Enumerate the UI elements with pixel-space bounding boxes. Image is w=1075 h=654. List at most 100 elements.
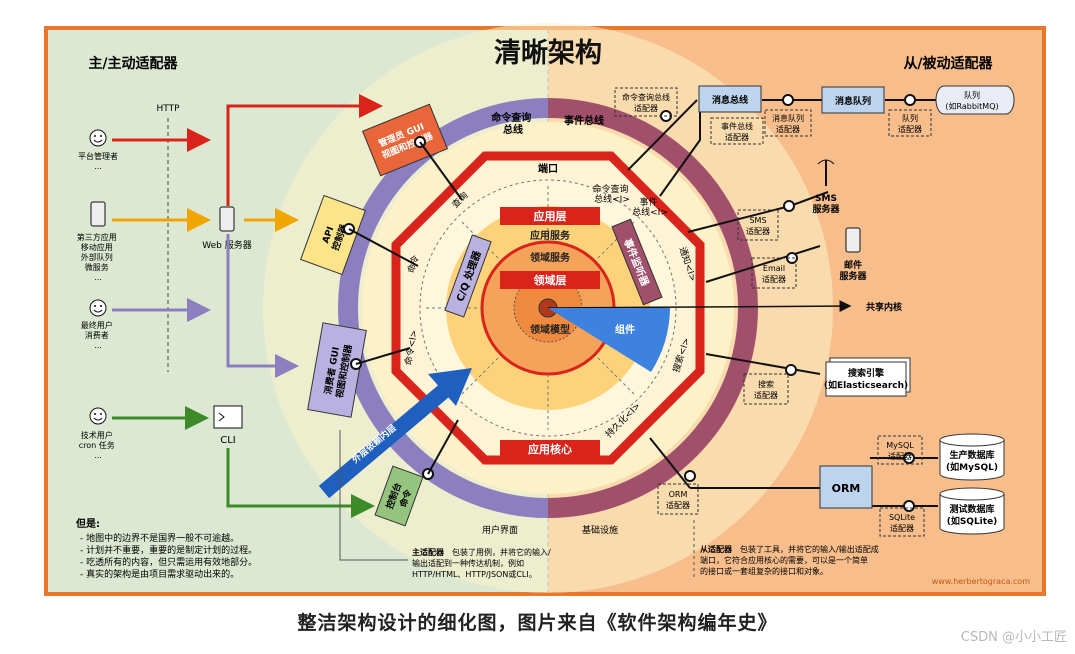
svg-text:技术用户 cron 任务 ...: 技术用户 cron 任务 ...: [79, 430, 118, 460]
figure-caption: 整洁架构设计的细化图，图片来自《软件架构编年史》: [297, 612, 778, 634]
sms-adapter-line2: 适配器: [746, 226, 770, 236]
svg-text:搜索引擎(如Elasticsearch): 搜索引擎(如Elasticsearch): [824, 367, 908, 391]
consumer-gui-adapter: 消费者 GUI 视图和控制器: [307, 322, 367, 418]
application-core-badge: [500, 440, 600, 458]
tp-line3: 外部队列: [81, 252, 113, 262]
tp-line2: 移动应用: [81, 242, 113, 252]
dependency-arrow-head: [428, 368, 472, 406]
domain-layer-badge: [500, 271, 600, 289]
domain-layer-label: 领域层: [533, 273, 567, 287]
search-adapter-line1: 搜索: [758, 379, 774, 389]
web-server-icon: [219, 206, 235, 232]
secondary-note-line: 的接口或一套组复杂的接口和对象。: [700, 566, 828, 576]
primary-note-bracket: [339, 430, 408, 561]
message-bus-box: 消息总线: [698, 85, 762, 113]
prod-db: 生产数据库(如MySQL): [939, 433, 1005, 481]
left-header: 主/主动适配器: [88, 55, 178, 72]
queue-adapter: 队列适配器: [888, 109, 932, 137]
cq-bus-adapter-line1: 命令查询总线: [622, 92, 670, 102]
database-icon: [939, 440, 1005, 481]
application-layer-label: 应用层: [534, 209, 567, 223]
cq-bus-port-line2: 总线<I>: [594, 193, 630, 205]
svg-text:事件总线适配器: 事件总线适配器: [721, 121, 753, 142]
svg-text:命令查询总线适配器: 命令查询总线适配器: [622, 92, 670, 113]
prod-db-line2: (如MySQL): [946, 461, 998, 473]
mail-server-icon: [845, 227, 861, 253]
svg-text:队列(如RabbitMQ): 队列(如RabbitMQ): [945, 90, 998, 111]
admin-actor: 平台管理者...: [78, 129, 118, 171]
svg-text:队列适配器: 队列适配器: [898, 113, 922, 134]
message-queue-label: 消息队列: [835, 95, 871, 107]
eu-line1: 最终用户: [81, 320, 113, 330]
message-bus-label: 消息总线: [712, 94, 748, 106]
event-bus-label: 事件总线: [564, 114, 604, 127]
orm-label: ORM: [832, 482, 861, 495]
command-bus-ring: [338, 98, 549, 518]
command-query-bus-label: 命令查询 总线: [490, 111, 534, 136]
event-bus-port-label: 事件 总线<I>: [632, 196, 668, 218]
user-interface-label: 用户界面: [482, 524, 518, 536]
queue-box: 队列(如RabbitMQ): [935, 85, 1015, 115]
svg-text:搜索适配器: 搜索适配器: [754, 379, 778, 400]
tp-line4: 微服务: [85, 262, 109, 272]
queue-adapter-line2: 适配器: [898, 124, 922, 134]
queue-line1: 队列: [964, 90, 980, 100]
third-party-actor: 第三方应用 移动应用 外部队列 微服务 ...: [77, 201, 120, 282]
notes-list: - 地图中的边界不是国界一般不可逾越。 - 计划并不重要，重要的是制定计划的过程…: [80, 532, 260, 580]
diagram-title: 清晰架构: [494, 38, 602, 69]
application-services-label: 应用服务: [530, 229, 571, 242]
console-adapter: 控制台 命令: [374, 465, 424, 527]
primary-note-line: 输出适配到一种传达机制，例如: [412, 558, 524, 568]
terminal-icon: [213, 405, 243, 429]
event-bus-ring: [547, 98, 758, 518]
admin-line1: 平台管理者: [78, 151, 118, 161]
mail-service-line2: 服务器: [839, 270, 867, 282]
event-bus-adapter-line2: 适配器: [725, 132, 749, 142]
eu-line2: 消费者: [85, 330, 109, 340]
search-engine-box: 搜索引擎(如Elasticsearch): [824, 357, 911, 397]
event-bus-port-line1: 事件: [640, 196, 658, 208]
msg-queue-adapter-line1: 消息队列: [772, 113, 804, 123]
tu-line2: cron 任务: [79, 440, 115, 450]
svg-text:生产数据库(如MySQL): 生产数据库(如MySQL): [946, 449, 998, 473]
secondary-note-line: 包装了工具，并将它的输入/输出适配成: [740, 544, 879, 554]
mysql-adapter-line1: MySQL: [886, 441, 914, 450]
cq-bus-adapter: 命令查询总线适配器: [614, 87, 678, 117]
note-item: - 吃透所有的内容，但只需运用有效地部分。: [80, 556, 257, 568]
tp-line1: 第三方应用: [77, 232, 117, 242]
message-queue-adapter: 消息队列适配器: [764, 109, 812, 137]
mail-service-line1: 邮件: [844, 259, 862, 271]
svg-text:邮件服务器: 邮件服务器: [839, 259, 867, 282]
event-bus-adapter-line1: 事件总线: [721, 121, 753, 131]
component-slice: [548, 308, 670, 372]
svg-text:消息队列适配器: 消息队列适配器: [772, 113, 804, 134]
admin-line2: ...: [94, 162, 102, 171]
queue-cylinder-icon: [935, 85, 1015, 115]
admin-gui-adapter: 管理员 GUI 视图和控制器: [361, 103, 449, 177]
svg-text:第三方应用 移动应用 外部队列: 第三方应用 移动应用 外部队列 微服务 ...: [77, 232, 120, 282]
cq-bus-line1: 命令查询: [490, 111, 531, 124]
web-to-consumer-gui-arrow: [226, 234, 299, 378]
end-user-face-icon: [89, 299, 107, 317]
sqlite-adapter-line1: SQLite: [889, 513, 915, 522]
orm-adapter-line1: ORM: [669, 490, 688, 499]
svg-text:最终用户 消费者 ...: 最终用户 消费者 ...: [81, 320, 116, 350]
sqlite-adapter-line2: 适配器: [890, 523, 914, 533]
primary-note-line: HTTP/HTML、HTTP/JSON或CLI。: [412, 569, 537, 579]
tech-user-face-icon: [89, 407, 107, 425]
search-adapter-line2: 适配器: [754, 390, 778, 400]
site-credit: www.herbertograca.com: [932, 577, 1030, 586]
orm-box: ORM: [819, 465, 873, 509]
domain-model-label: 领域模型: [530, 323, 570, 336]
secondary-note-line: 端口，它符合应用核心的需要，可以是一个简单: [700, 555, 868, 565]
primary-note-line: 包装了用例，并将它的输入/: [452, 547, 551, 557]
mysql-adapter-line2: 适配器: [888, 451, 912, 461]
